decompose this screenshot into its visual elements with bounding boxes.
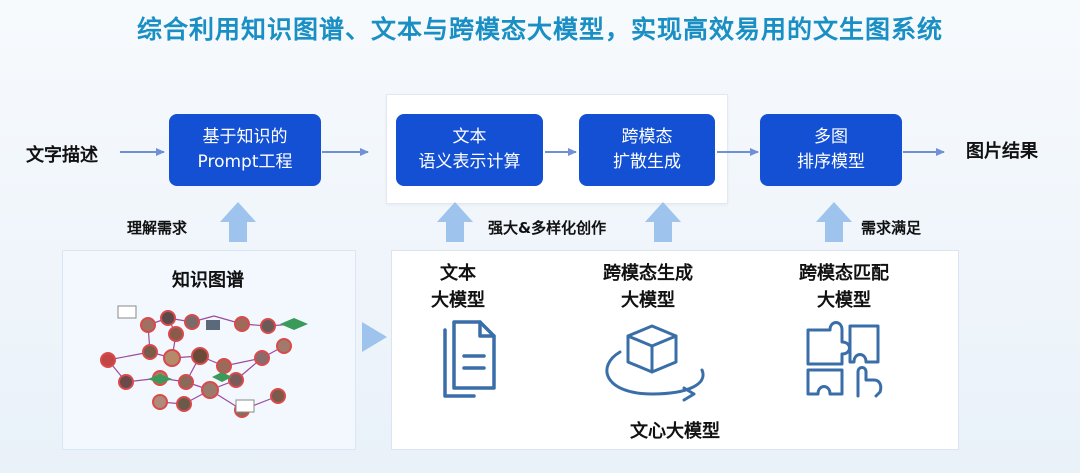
- cross-gen-line1: 跨模态生成: [603, 263, 693, 284]
- prompt-engineering-box: 基于知识的 Prompt工程: [169, 114, 321, 186]
- diffusion-generation-box: 跨模态 扩散生成: [579, 114, 715, 186]
- knowledge-graph-title: 知识图谱: [172, 270, 244, 291]
- text-model-title: 文本 大模型: [418, 260, 498, 314]
- output-label: 图片结果: [966, 141, 1038, 162]
- prompt-box-line2: Prompt工程: [197, 152, 293, 172]
- cross-gen-model-title: 跨模态生成 大模型: [578, 260, 718, 314]
- up-arrow-satisfy: [816, 202, 852, 242]
- cube-icon: [605, 324, 705, 402]
- up-arrow-understand: [220, 202, 256, 242]
- knowledge-graph-panel: [62, 250, 356, 450]
- diffusion-line2: 扩散生成: [613, 152, 681, 172]
- text-semantic-line1: 文本: [452, 127, 487, 147]
- text-model-line2: 大模型: [431, 290, 485, 311]
- cross-gen-line2: 大模型: [621, 290, 675, 311]
- up-arrow-text-model: [437, 202, 473, 242]
- knowledge-graph-nodes: [100, 305, 308, 418]
- creative-label: 强大&多样化创作: [488, 219, 607, 237]
- text-semantic-box: 文本 语义表示计算: [396, 114, 543, 186]
- ranking-line1: 多图: [814, 127, 848, 147]
- cross-match-line2: 大模型: [817, 290, 871, 311]
- input-label: 文字描述: [26, 145, 98, 166]
- understand-label: 理解需求: [127, 219, 188, 237]
- satisfy-label: 需求满足: [861, 219, 922, 237]
- text-model-line1: 文本: [440, 263, 476, 284]
- page-title: 综合利用知识图谱、文本与跨模态大模型，实现高效易用的文生图系统: [136, 15, 943, 44]
- cross-match-line1: 跨模态匹配: [799, 263, 889, 284]
- ernie-model-label: 文心大模型: [630, 421, 720, 442]
- document-icon: [443, 320, 496, 398]
- puzzle-icon: [806, 321, 883, 398]
- text-semantic-line2: 语义表示计算: [418, 152, 521, 172]
- ranking-line2: 排序模型: [797, 152, 865, 172]
- up-arrow-gen-model: [645, 202, 681, 242]
- prompt-box-line1: 基于知识的: [202, 127, 288, 147]
- arrow-kg-to-models: [362, 322, 387, 352]
- ranking-model-box: 多图 排序模型: [760, 114, 902, 186]
- diffusion-line1: 跨模态: [621, 127, 673, 147]
- cross-match-model-title: 跨模态匹配 大模型: [774, 260, 914, 314]
